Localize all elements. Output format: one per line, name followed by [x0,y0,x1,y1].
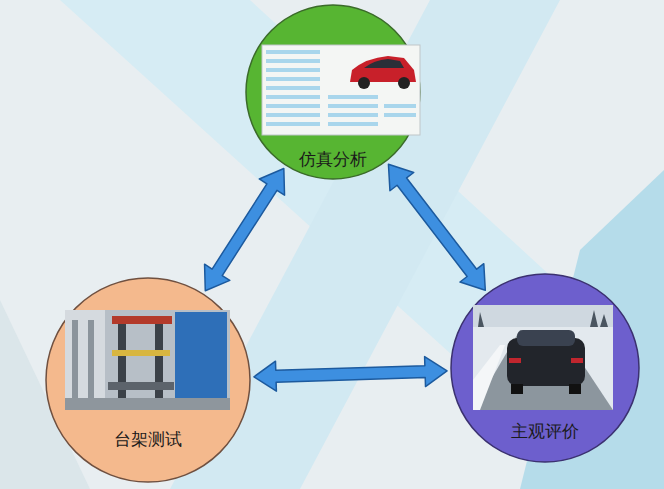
circle-outline [45,277,251,483]
diagonal-band [0,300,90,489]
circle-node: 台架测试 [45,277,251,483]
double-arrow [205,169,285,291]
node-label: 主观评价 [450,422,640,442]
circle-node: 主观评价 [450,273,640,463]
circle-shape [46,278,250,482]
diagonal-band [60,0,664,489]
test-rig-photo [65,310,230,410]
double-arrow [254,357,447,391]
circle-shape [451,274,639,462]
circle-shape [246,5,420,179]
node-label: 仿真分析 [245,150,421,170]
double-arrow [388,164,485,290]
node-label: 台架测试 [45,430,251,450]
road-test-photo [473,305,613,410]
simulation-screenshot [262,45,420,135]
circle-node: 仿真分析 [245,4,421,180]
diagonal-band [170,0,560,489]
